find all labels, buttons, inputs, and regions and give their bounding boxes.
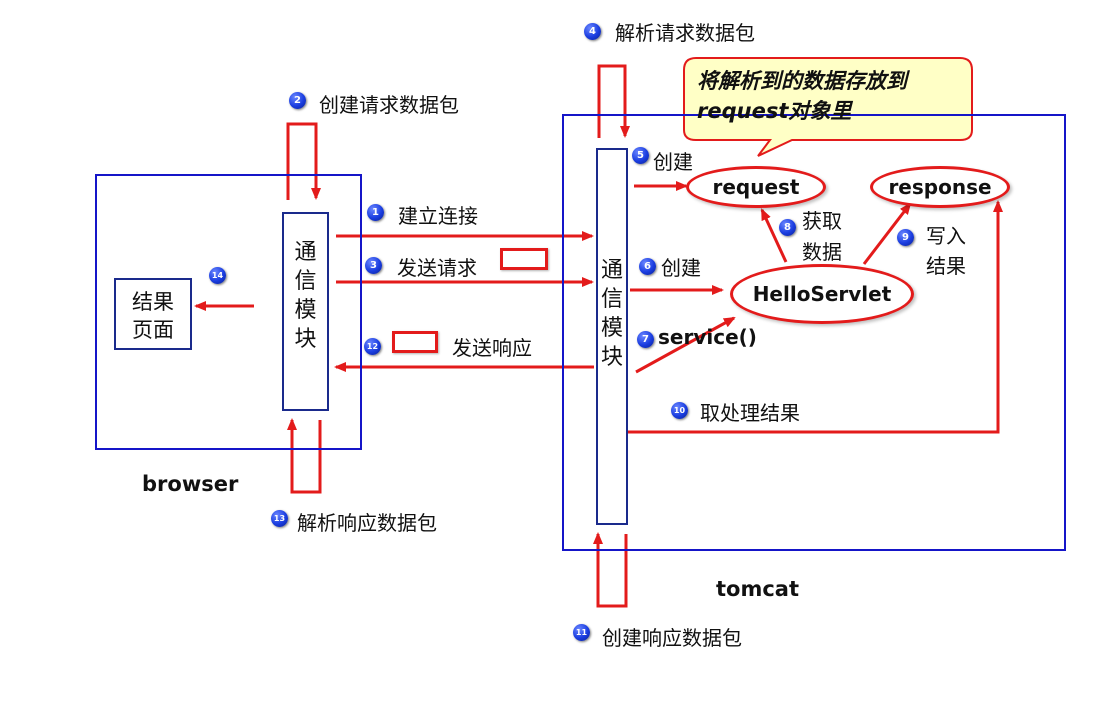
tomcat-module-char: 块	[600, 345, 623, 370]
step-label-get-data-1: 获取	[802, 209, 842, 233]
browser-module-char: 信	[294, 269, 317, 294]
tomcat-module-char: 模	[600, 316, 623, 341]
arrow-fetch-result	[628, 200, 1003, 434]
step-label-create-request-packet: 创建请求数据包	[319, 93, 459, 117]
hello-servlet-object: HelloServlet	[730, 264, 914, 324]
callout-line-2: request对象里	[697, 99, 852, 123]
step-badge: 4	[584, 23, 601, 40]
step-label-connect: 建立连接	[398, 204, 478, 228]
browser-label: browser	[142, 472, 239, 496]
request-object: request	[686, 166, 826, 208]
service-method-label: service()	[658, 325, 757, 349]
step-badge: 2	[289, 92, 306, 109]
callout-bubble	[683, 57, 973, 157]
request-packet-icon	[500, 248, 548, 270]
arrow-service	[635, 316, 736, 374]
arrow-create-response-packet	[593, 532, 628, 608]
step-label-create-response-packet: 创建响应数据包	[602, 626, 742, 650]
step-label-send-response: 发送响应	[452, 336, 532, 360]
step-label-parse-request-packet: 解析请求数据包	[615, 21, 755, 45]
browser-communication-module: 通 信 模 块	[282, 212, 329, 411]
tomcat-container	[562, 114, 1066, 551]
step-label-fetch-result: 取处理结果	[700, 401, 800, 425]
step-label-get-data-2: 数据	[802, 240, 842, 264]
step-badge: 10	[671, 402, 688, 419]
response-object: response	[870, 166, 1010, 208]
arrow-write-result	[862, 202, 912, 265]
arrow-get-data	[760, 208, 788, 263]
step-badge: 7	[637, 331, 654, 348]
step-label-send-request: 发送请求	[397, 256, 477, 280]
step-badge: 8	[779, 219, 796, 236]
arrow-parse-response-packet	[287, 418, 322, 494]
step-badge: 9	[897, 229, 914, 246]
response-packet-icon	[392, 331, 438, 353]
step-badge: 12	[364, 338, 381, 355]
step-label-write-result-2: 结果	[926, 254, 966, 278]
arrow-create-request-packet	[286, 122, 321, 200]
step-badge: 11	[573, 624, 590, 641]
browser-module-char: 通	[294, 240, 317, 265]
step-label-create-request: 创建	[653, 150, 693, 174]
result-page-line: 页面	[132, 318, 174, 342]
tomcat-module-char: 通	[600, 258, 623, 283]
step-badge: 5	[632, 147, 649, 164]
result-page-box: 结果 页面	[114, 278, 192, 350]
step-badge: 13	[271, 510, 288, 527]
arrow-parse-request-packet	[597, 64, 630, 138]
step-badge: 3	[365, 257, 382, 274]
step-badge: 14	[209, 267, 226, 284]
browser-module-char: 块	[294, 327, 317, 352]
step-label-parse-response-packet: 解析响应数据包	[297, 511, 437, 535]
tomcat-label: tomcat	[716, 577, 800, 601]
browser-container	[95, 174, 362, 450]
tomcat-communication-module: 通 信 模 块	[596, 148, 628, 525]
step-label-write-result-1: 写入	[926, 224, 966, 248]
result-page-line: 结果	[132, 290, 174, 314]
tomcat-module-char: 信	[600, 287, 623, 312]
browser-module-char: 模	[294, 298, 317, 323]
step-label-create-servlet: 创建	[661, 256, 701, 280]
step-badge: 6	[639, 258, 656, 275]
callout-line-1: 将解析到的数据存放到	[697, 69, 907, 93]
step-badge: 1	[367, 204, 384, 221]
